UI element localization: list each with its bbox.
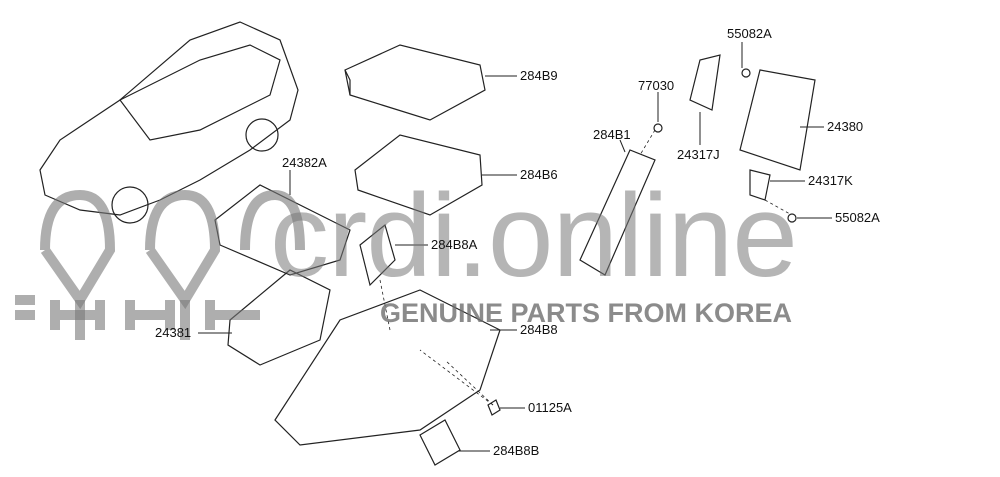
nut-55082A-bottom [787, 213, 797, 223]
part-label-284B1[interactable]: 284B1 [593, 127, 631, 142]
vehicle-illustration [39, 21, 299, 224]
watermark-logo [15, 189, 305, 340]
nut-55082A-top [741, 68, 751, 78]
part-label-284B8B[interactable]: 284B8B [493, 443, 540, 458]
dashed-guides [379, 129, 791, 406]
part-label-24317J[interactable]: 24317J [677, 147, 720, 162]
lower-box-284B8 [274, 289, 501, 446]
part-label-284B8A[interactable]: 284B8A [431, 237, 478, 252]
connector-284B8B [419, 419, 461, 466]
part-label-24382A[interactable]: 24382A [282, 155, 327, 170]
cover-284B6 [354, 134, 483, 216]
box-24381 [227, 269, 331, 366]
part-label-284B6[interactable]: 284B6 [520, 167, 558, 182]
clip-77030 [653, 123, 663, 133]
bolt-01125A [487, 399, 501, 416]
watermark-tagline: GENUINE PARTS FROM KOREA [380, 298, 793, 328]
part-label-77030[interactable]: 77030 [638, 78, 675, 93]
part-label-24317K[interactable]: 24317K [808, 173, 853, 188]
cover-24382A [214, 184, 351, 276]
part-label-01125A[interactable]: 01125A [528, 400, 572, 415]
part-label-284B9[interactable]: 284B9 [520, 68, 558, 83]
bracket-284B8A [359, 223, 396, 287]
part-label-55082A-lower[interactable]: 55082A [835, 210, 880, 225]
part-label-24380[interactable]: 24380 [827, 119, 864, 134]
junction-block-24380 [739, 69, 816, 171]
part-label-284B8[interactable]: 284B8 [520, 322, 558, 337]
watermark-site: crdi.online [270, 170, 798, 302]
cover-284B9 [344, 44, 486, 121]
module-284B1 [579, 149, 656, 276]
leader-lines [198, 42, 832, 452]
part-label-55082A[interactable]: 55082A [727, 26, 772, 41]
part-label-24381[interactable]: 24381 [155, 325, 192, 340]
